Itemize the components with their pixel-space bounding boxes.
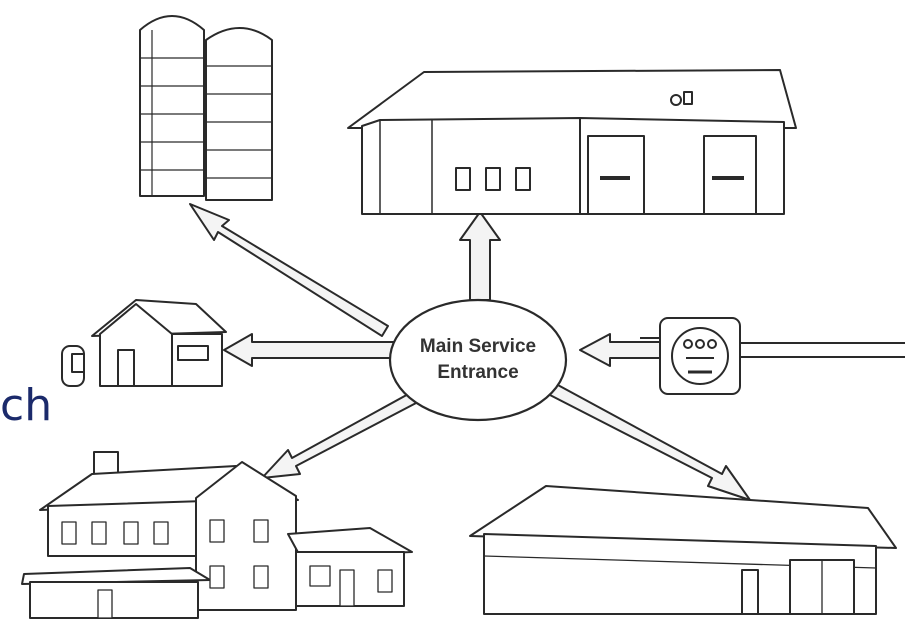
arrow-to-small-shed — [223, 333, 397, 367]
main-service-entrance-node — [388, 298, 568, 422]
arrow-to-machine-shed — [459, 211, 501, 301]
arrow-to-livestock-barn — [547, 383, 751, 501]
slide-text-fragment: ch — [0, 380, 53, 431]
center-label-line2: Entrance — [437, 362, 518, 383]
center-label-line1: Main Service — [420, 336, 536, 357]
arrow-to-silos — [189, 203, 389, 337]
house-icon — [21, 451, 413, 619]
long-barn-icon — [469, 485, 897, 615]
machine-shed-icon — [347, 69, 797, 215]
arrow-from-meter — [579, 333, 661, 367]
arrow-to-farmhouse — [261, 391, 419, 479]
power-lines — [640, 337, 905, 358]
electric-meter-icon — [659, 317, 741, 395]
small-shed-icon — [61, 299, 227, 387]
silo-icon — [139, 15, 273, 201]
